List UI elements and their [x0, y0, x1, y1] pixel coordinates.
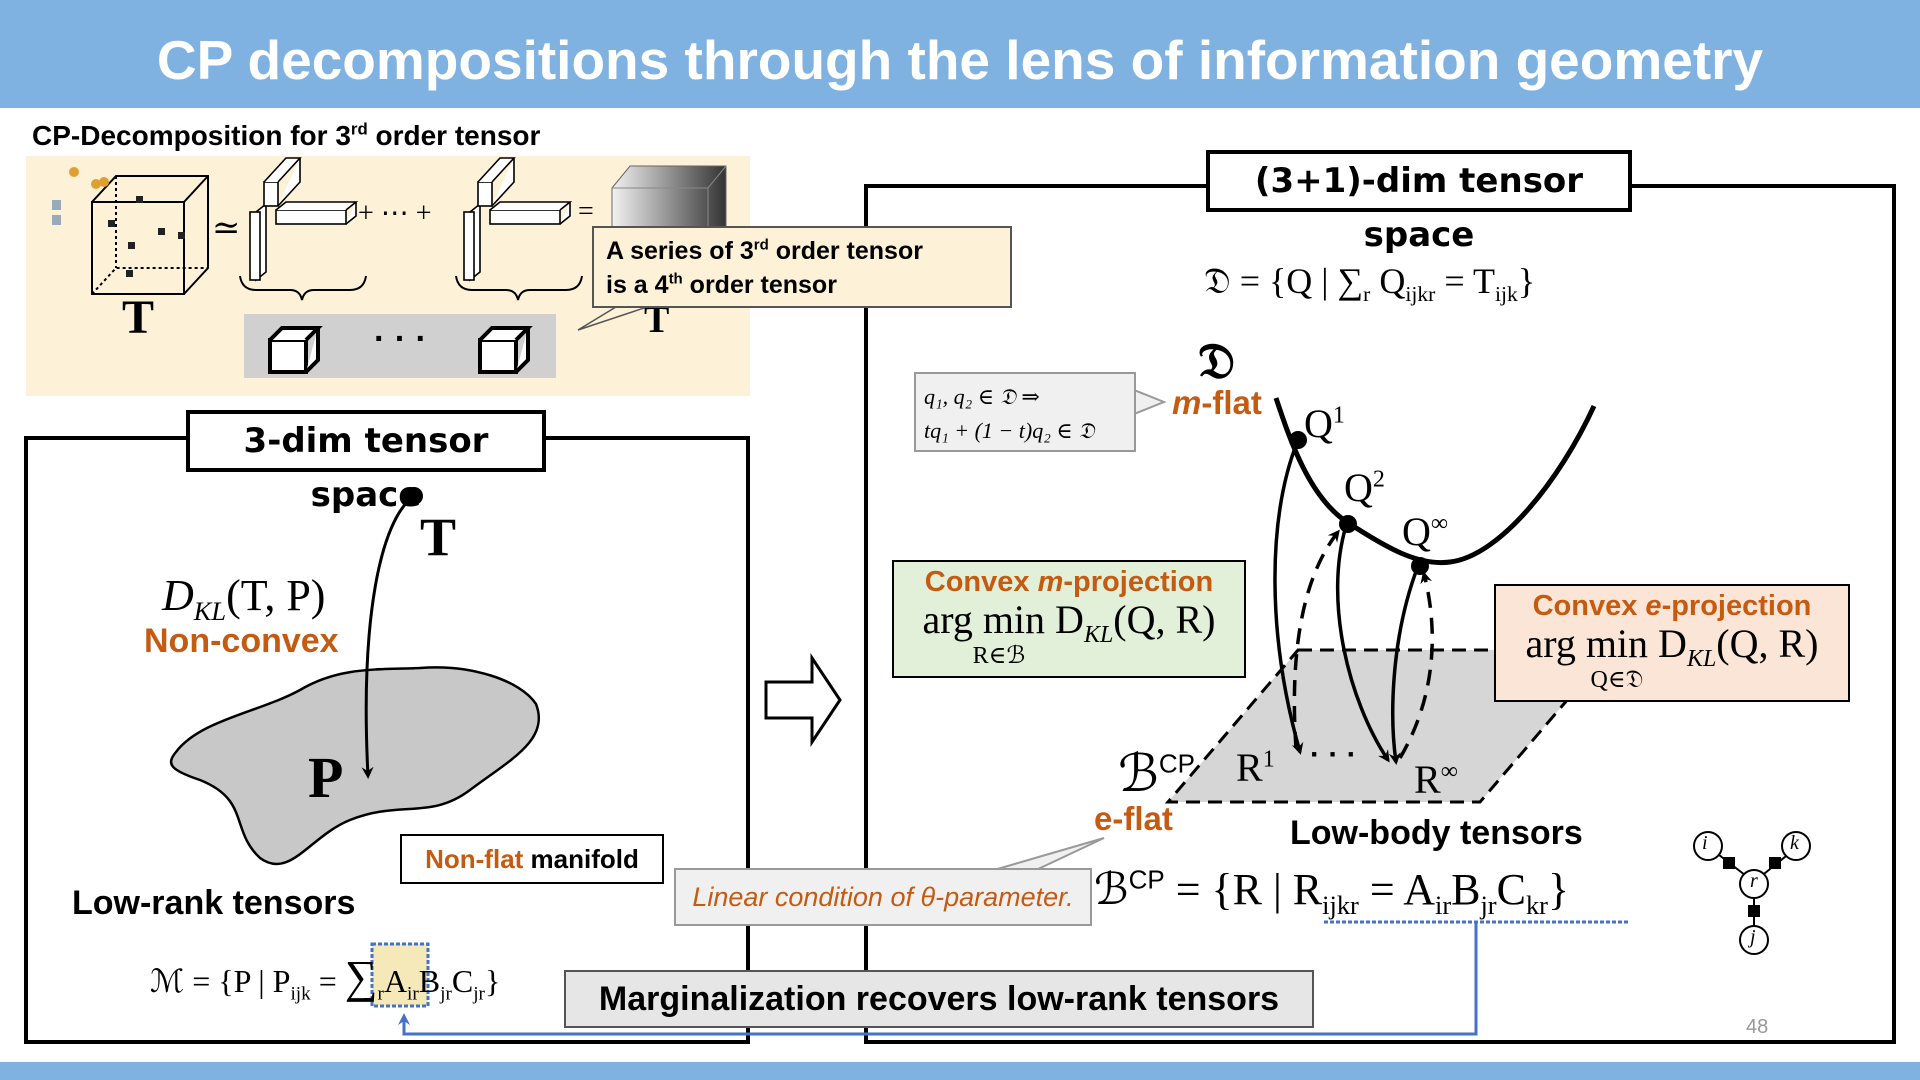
q2-label: Q2	[1344, 465, 1385, 510]
left-panel-title: 3-dim tensor space	[186, 410, 546, 515]
q1-point	[1289, 431, 1307, 449]
linear-condition-callout: Linear condition of θ-parameter.	[674, 868, 1092, 926]
r-dots: · · ·	[1310, 738, 1357, 771]
small-cube-1-icon	[268, 326, 323, 374]
bcp-symbol-label: ℬCP	[1118, 746, 1196, 803]
m-projection-box: Convex m-projection arg min DKL(Q, R) R∈…	[892, 560, 1246, 678]
point-p-label: P	[308, 745, 344, 810]
sum-highlight-box	[370, 942, 430, 1008]
title-bar	[0, 0, 1920, 108]
tn-label-j: j	[1750, 926, 1756, 948]
e-projection-title: Convex e-projection	[1532, 590, 1812, 622]
marginalization-link	[398, 922, 1478, 1036]
r1-label: R1	[1236, 745, 1275, 790]
series-callout-line2: is a 4th order tensor	[606, 270, 837, 299]
sum-dots-1: + ⋯ +	[358, 198, 432, 229]
tn-label-r: r	[1750, 870, 1758, 892]
rank-one-term-1-icon	[249, 157, 359, 282]
equals-symbol: =	[578, 196, 594, 227]
point-t-dot	[405, 487, 423, 505]
right-panel-title: (3+1)-dim tensor space	[1206, 150, 1632, 255]
m-flat-label: m-flat	[1172, 384, 1262, 421]
m-projection-arrow-3	[1388, 565, 1420, 765]
tensor-cube-icon	[91, 175, 209, 295]
non-flat-manifold-label: Non-flat manifold	[400, 834, 664, 884]
people-icon	[52, 167, 109, 225]
cp-heading: CP-Decomposition for 3rd order tensor	[32, 119, 541, 151]
m-projection-title: Convex m-projection	[924, 566, 1214, 598]
m-projection-arrow-1	[1273, 439, 1304, 755]
e-flat-label: e-flat	[1094, 800, 1173, 837]
e-projection-subscript: Q∈𝔇	[1590, 667, 1644, 693]
convexity-line2: tq₁ + (1 − t)q₂ ∈ 𝔇	[924, 418, 1095, 443]
bcp-formula: ℬCP = {R | Rijkr = AirBjrCkr}	[1094, 864, 1570, 920]
convexity-line1: q₁, q₂ ∈ 𝔇 ⇒	[924, 384, 1040, 409]
e-projection-box: Convex e-projection arg min DKL(Q, R) Q∈…	[1494, 584, 1850, 702]
e-projection-formula: arg min DKL(Q, R)	[1525, 621, 1819, 672]
q1-label: Q1	[1304, 401, 1345, 446]
e-projection-arrow-1	[1292, 529, 1340, 749]
rank-one-term-2-icon	[463, 157, 573, 282]
page-number: 48	[1746, 1016, 1769, 1038]
slide-title: CP decompositions through the lens of in…	[156, 29, 1764, 91]
series-callout: A series of 3rd order tensor is a 4th or…	[592, 226, 1012, 308]
tensor-entries-icon	[108, 196, 185, 277]
low-rank-formula: ℳ = {P | Pijk = ∑rAirBjrCjr}	[150, 951, 501, 1005]
tensor-network-diagram	[1693, 831, 1811, 955]
d-symbol-label: 𝔇	[1198, 333, 1236, 389]
brace-1	[239, 275, 367, 301]
e-projection-arrow-2	[1398, 571, 1435, 759]
kl-divergence-label: DKL(T, P)	[162, 571, 326, 626]
right-arrow-icon	[764, 653, 842, 747]
marginalization-callout: Marginalization recovers low-rank tensor…	[564, 970, 1314, 1028]
approx-symbol: ≃	[212, 210, 241, 247]
convexity-callout-pointer	[1133, 388, 1167, 416]
small-cube-2-icon	[478, 326, 533, 374]
brace-2	[455, 275, 583, 301]
qinf-point	[1411, 557, 1429, 575]
non-convex-label: Non-convex	[144, 622, 339, 660]
m-projection-subscript: R∈ℬ	[972, 643, 1026, 669]
rinf-label: R∞	[1414, 757, 1458, 802]
m-projection-formula: arg min DKL(Q, R)	[922, 597, 1216, 648]
m-projection-arrow-2	[1335, 525, 1390, 763]
tensor-t-label: T	[122, 291, 155, 344]
tn-label-i: i	[1702, 832, 1708, 854]
footer-bar	[0, 1062, 1920, 1080]
linear-condition-pointer	[993, 837, 1105, 871]
kl-divergence-arrow	[361, 494, 415, 779]
low-body-label: Low-body tensors	[1290, 814, 1583, 852]
d-set-formula: 𝔇 = {Q | ∑r Qijkr = Tijk}	[1204, 261, 1536, 307]
q2-point	[1339, 515, 1357, 533]
non-flat-manifold-shape	[170, 666, 540, 866]
low-rank-label: Low-rank tensors	[72, 884, 356, 922]
qinf-label: Q∞	[1402, 509, 1448, 554]
convexity-callout: q₁, q₂ ∈ 𝔇 ⇒ tq₁ + (1 − t)q₂ ∈ 𝔇	[914, 372, 1136, 452]
point-t-label: T	[420, 507, 457, 567]
cube-ellipsis: · · ·	[374, 320, 427, 358]
series-callout-line1: A series of 3rd order tensor	[606, 236, 923, 265]
tn-label-k: k	[1790, 832, 1799, 854]
